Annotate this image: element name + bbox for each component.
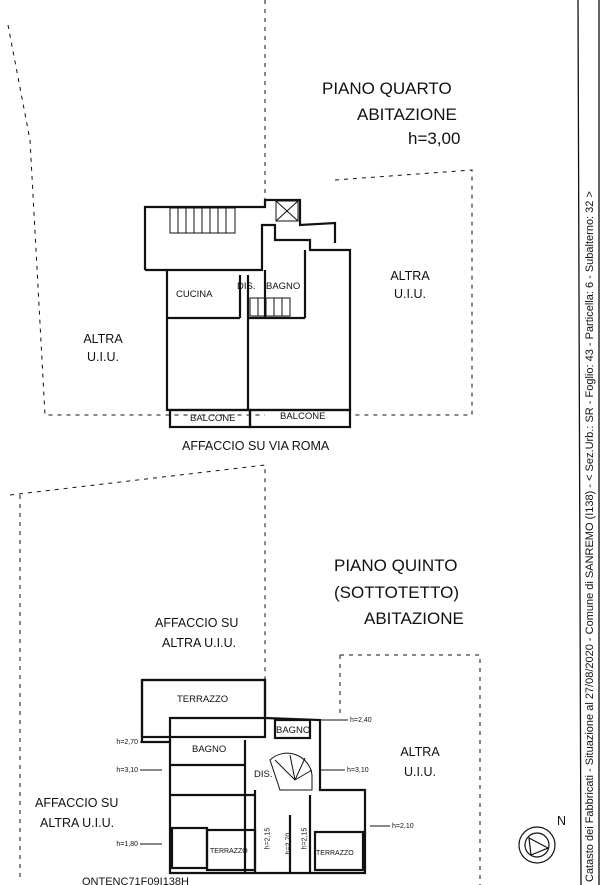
bottom-code: ONTENC71F09I138H	[82, 876, 189, 885]
upper-stairs	[169, 200, 299, 317]
lower-top-left-label: AFFACCIO SU	[155, 616, 239, 630]
lower-plan-walls	[140, 678, 367, 875]
room-balcony-left: BALCONE	[190, 413, 236, 424]
sheet-side-caption: Catasto dei Fabbricati - Situazione al 2…	[584, 191, 596, 882]
upper-right-uiu: ALTRA	[390, 269, 430, 283]
upper-height: h=3,00	[408, 129, 461, 148]
room-kitchen: CUCINA	[176, 289, 213, 300]
upper-boundary-lines	[7, 0, 473, 416]
room-hall: DIS.	[237, 281, 256, 292]
height-label: h=2,70	[116, 739, 138, 746]
lower-right-uiu-2: U.I.U.	[404, 765, 436, 779]
room-terrace-bottom-right: TERRAZZO	[316, 850, 354, 857]
height-label: h=2,10	[392, 823, 414, 830]
height-label-vertical: h=2,15	[301, 827, 309, 850]
height-label: h=3,10	[116, 767, 138, 774]
lower-right-uiu: ALTRA	[400, 745, 440, 759]
lower-title-line2: (SOTTOTETTO)	[334, 583, 459, 602]
height-label-vertical: h=2,70	[285, 832, 293, 855]
lower-title-line3: ABITAZIONE	[364, 609, 464, 628]
room-bathroom-left: BAGNO	[192, 744, 227, 755]
upper-plan-walls	[143, 198, 352, 429]
room-hall-lower: DIS.	[254, 769, 273, 780]
height-label-vertical: h=2,15	[264, 827, 272, 850]
street-caption: AFFACCIO SU VIA ROMA	[182, 439, 330, 453]
upper-title-line1: PIANO QUARTO	[322, 79, 452, 98]
lower-top-left-label-2: ALTRA U.I.U.	[162, 636, 237, 650]
compass-icon	[518, 826, 556, 864]
lower-bottom-left-label-2: ALTRA U.I.U.	[40, 816, 115, 830]
upper-title-line2: ABITAZIONE	[357, 105, 457, 124]
room-balcony-right: BALCONE	[280, 411, 326, 422]
upper-left-uiu: ALTRA	[83, 332, 123, 346]
upper-right-uiu-2: U.I.U.	[394, 287, 426, 301]
sheet-border	[577, 0, 600, 885]
lower-bottom-left-label: AFFACCIO SU	[35, 796, 119, 810]
room-terrace-top: TERRAZZO	[177, 694, 229, 705]
height-label: h=1,80	[116, 841, 138, 848]
spiral-stair	[269, 752, 313, 791]
height-label: h=3,10	[347, 767, 369, 774]
height-leader-lines	[140, 719, 390, 845]
lower-boundary-lines	[9, 464, 481, 885]
height-label: h=2,40	[350, 717, 372, 724]
upper-left-uiu-2: U.I.U.	[87, 350, 119, 364]
room-bathroom: BAGNO	[266, 281, 301, 292]
room-bathroom-right: BAGNO	[276, 725, 311, 736]
room-terrace-bottom-left: TERRAZZO	[210, 848, 248, 855]
lower-title-line1: PIANO QUINTO	[334, 556, 458, 575]
north-label: N	[557, 814, 567, 828]
